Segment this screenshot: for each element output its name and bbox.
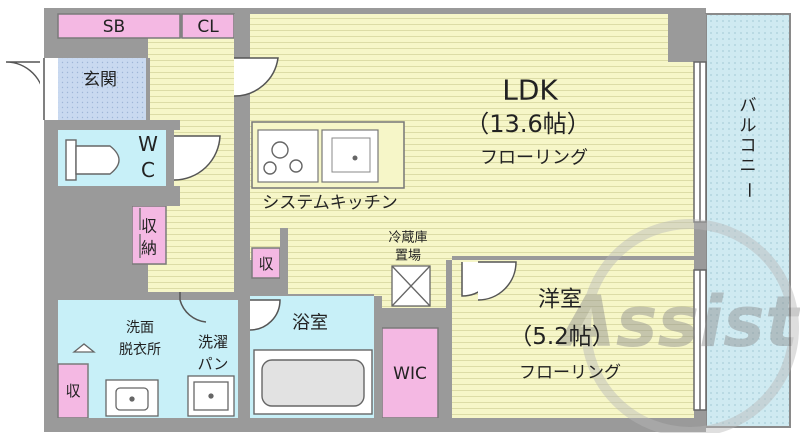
entrance-tile: [58, 58, 146, 120]
kitchen-label: システムキッチン: [262, 193, 398, 213]
stove-burner: [271, 141, 289, 159]
stove-burner: [289, 159, 303, 173]
sentaku-label-2: パン: [198, 355, 229, 373]
balcony-char-1: バ: [740, 96, 757, 116]
sink-drain: [352, 155, 358, 161]
wc-label-w: W: [138, 132, 158, 156]
watermark-logo: Assist: [557, 219, 800, 433]
sb-closet: [57, 13, 181, 39]
fridge-label-1: 冷蔵庫: [388, 231, 427, 246]
sentaku-label-1: 洗濯: [198, 333, 228, 351]
ldk-floor-type: フローリング: [480, 148, 588, 169]
washing-machine-pan: [187, 375, 235, 417]
bathtub: [253, 349, 373, 415]
washbasin: [72, 343, 159, 417]
windows: [693, 61, 707, 411]
yokoshitsu-size: （5.2帖）: [509, 324, 615, 350]
balcony-char-2: ル: [740, 116, 757, 136]
sb-label: SB: [103, 17, 125, 37]
yokoshitsu-name: 洋室: [538, 288, 582, 313]
senmen-label-2: 脱衣所: [119, 342, 161, 358]
toilet: [65, 139, 120, 181]
bath-label: 浴室: [292, 313, 328, 334]
fridge-label-2: 置場: [395, 249, 421, 264]
stove-burner: [263, 161, 277, 175]
watermark-text: Assist: [557, 281, 800, 363]
genkan-label: 玄関: [83, 70, 117, 90]
balcony-char-4: ニ: [740, 156, 757, 176]
wc-label-c: C: [141, 158, 155, 182]
small-closet-label: 収: [258, 255, 273, 273]
interior-walls: [44, 14, 706, 432]
wic-label: WIC: [393, 364, 427, 384]
doors: [5, 57, 517, 331]
shuno-label-1: 収: [141, 217, 157, 236]
yokoshitsu-floor-type: フローリング: [519, 363, 621, 383]
balcony-char-5: ー: [738, 182, 758, 199]
kitchen-counter: [251, 121, 405, 189]
washroom-closet-label: 収: [65, 382, 80, 400]
room-labels: SB CL 玄関 W C 収 納 LDK （13.6帖） フローリング システム…: [65, 17, 758, 400]
cl-label: CL: [197, 17, 219, 37]
ldk-name: LDK: [502, 74, 558, 107]
washroom-closet: [57, 363, 89, 419]
senmen-label-1: 洗面: [126, 320, 154, 336]
ldk-size: （13.6帖）: [465, 110, 590, 138]
balcony-char-3: コ: [740, 136, 757, 156]
fridge-space: [391, 265, 431, 307]
wic-closet: [381, 327, 439, 419]
balcony: [705, 13, 791, 428]
shuno-label-2: 納: [141, 239, 157, 258]
